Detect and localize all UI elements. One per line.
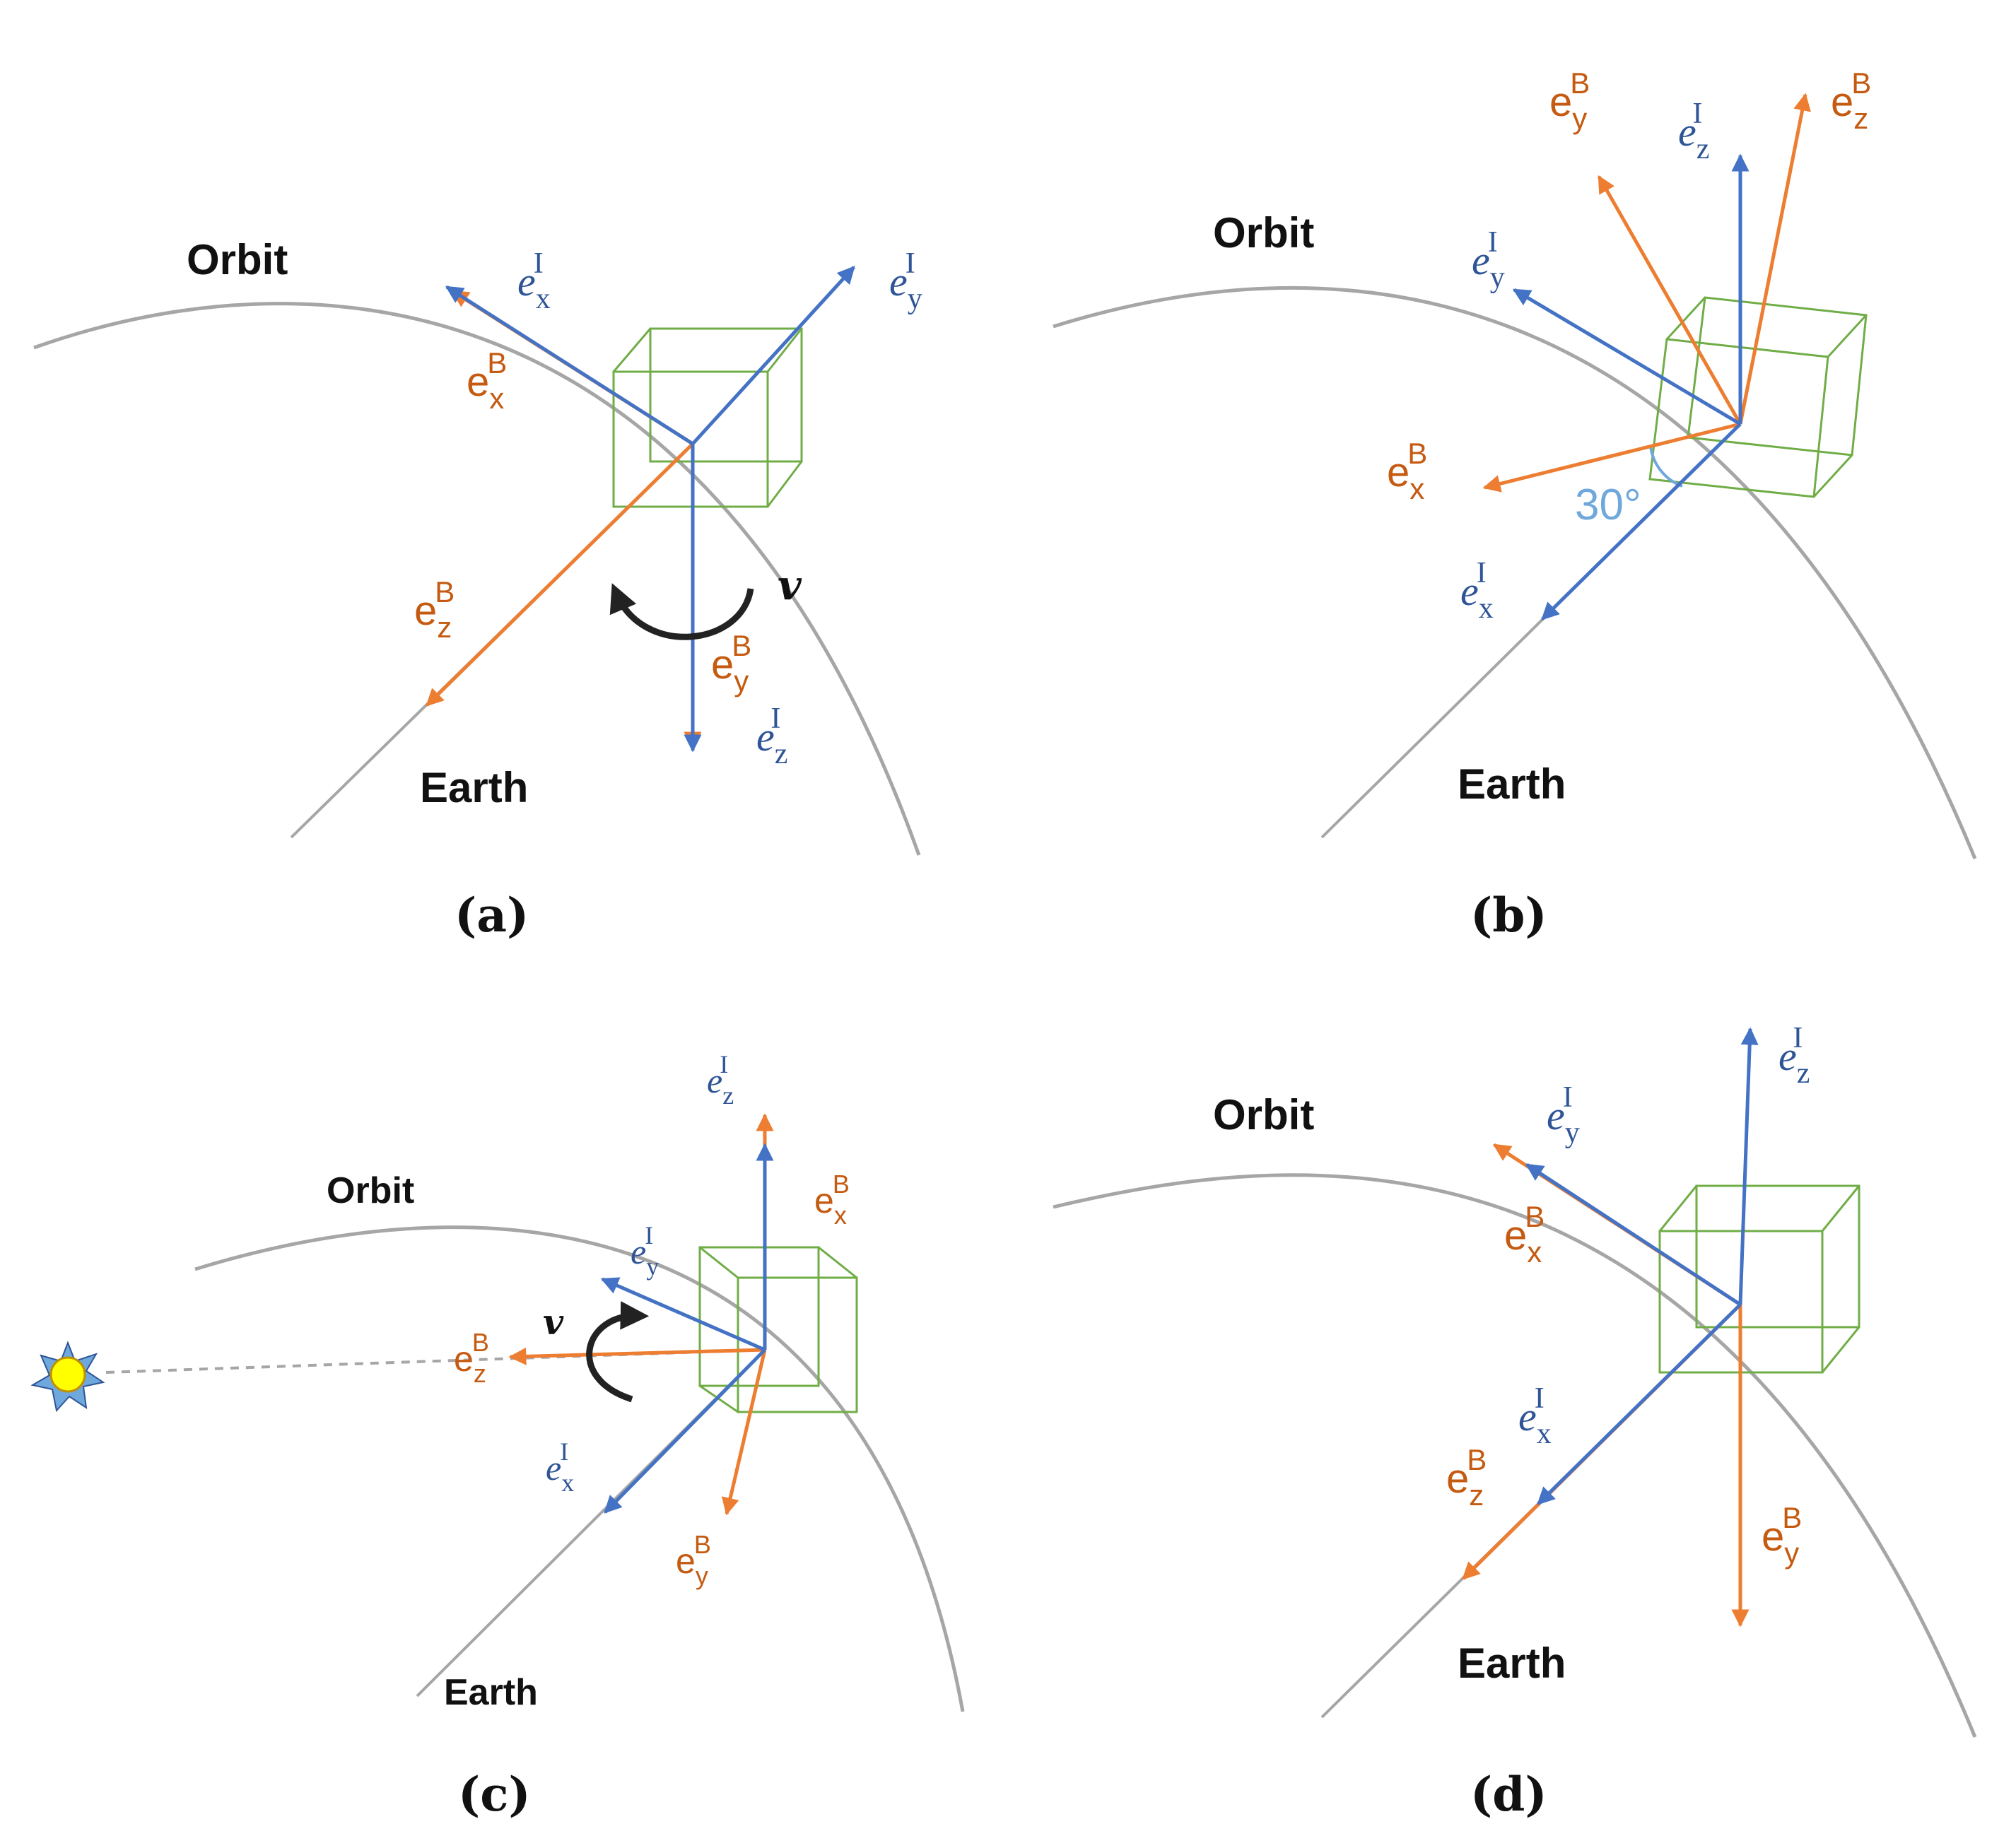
satellite-cube [1658, 1184, 1860, 1374]
rotation-label: v [543, 1301, 564, 1343]
label-e-z-B: ezB [414, 575, 455, 644]
panel-a: v Orbit Earth exI eyI ezI exB eyB ezB (a… [33, 236, 922, 943]
panel-caption: (d) [1470, 1767, 1547, 1822]
label-e-y-B: eyB [711, 629, 751, 698]
satellite-cube [1648, 296, 1868, 498]
rotation-arrow [609, 583, 754, 640]
inertial-frame-vectors [1512, 153, 1750, 620]
label-e-y-I: eyI [631, 1221, 659, 1281]
label-e-y-B: eyB [1549, 66, 1590, 135]
inertial-x-axis [1537, 1303, 1742, 1505]
inertial-y-axis [600, 1277, 766, 1352]
inertial-x-axis [1541, 423, 1742, 620]
inertial-y-axis [1512, 288, 1742, 426]
body-z-axis [426, 442, 694, 707]
label-e-z-I: ezI [1778, 1022, 1810, 1090]
label-e-z-B: ezB [1446, 1443, 1487, 1512]
satellite-cube [612, 327, 803, 508]
panel-c: v Orbit Earth exI eyI ezI exB eyB ezB (c… [30, 1050, 965, 1822]
label-e-x-B: exB [814, 1170, 850, 1230]
orbit-label: Orbit [1213, 1091, 1314, 1138]
inertial-y-axis [1525, 1163, 1742, 1307]
body-z-axis [508, 1347, 766, 1365]
orbit-arc [33, 302, 921, 856]
label-e-x-B: exB [467, 346, 507, 415]
sun-icon [30, 1341, 105, 1413]
label-e-z-I: ezI [707, 1050, 734, 1110]
body-z-axis [1738, 93, 1811, 425]
label-e-x-I: exI [517, 247, 551, 315]
earth-label: Earth [1458, 760, 1566, 808]
label-e-y-I: eyI [1547, 1081, 1580, 1149]
panel-d: Orbit Earth exI eyI ezI exB eyB ezB (d) [1053, 1022, 1977, 1822]
body-x-axis [1482, 422, 1741, 493]
rotation-arrow [586, 1301, 650, 1403]
label-e-x-I: exI [1460, 557, 1494, 625]
inertial-x-axis [604, 1348, 766, 1514]
panel-caption: (c) [458, 1767, 531, 1822]
body-frame-vectors [1482, 93, 1811, 493]
orbit-arc [194, 1225, 965, 1712]
label-e-x-I: exI [1518, 1382, 1552, 1450]
label-e-x-I: exI [546, 1437, 574, 1497]
orbit-label: Orbit [327, 1170, 414, 1211]
label-e-z-I: ezI [1678, 98, 1709, 165]
inertial-z-axis [1738, 1027, 1759, 1305]
satellite-cube [698, 1246, 858, 1413]
orbit-label: Orbit [1213, 209, 1314, 257]
label-e-y-B: eyB [1762, 1501, 1802, 1570]
inertial-frame-vectors [600, 1143, 774, 1514]
panel-caption: (a) [455, 888, 529, 943]
label-e-z-B: ezB [454, 1328, 489, 1388]
body-y-axis [721, 1349, 767, 1516]
panel-caption: (b) [1470, 888, 1547, 943]
label-e-x-B: exB [1387, 437, 1427, 505]
label-e-x-B: exB [1504, 1200, 1545, 1269]
label-e-z-B: ezB [1831, 66, 1871, 135]
inertial-frame-vectors [1525, 1027, 1759, 1505]
panel-b: 30° Orbit Earth exI eyI ezI exB eyB ezB … [1053, 66, 1977, 943]
inertial-frame-vectors [445, 266, 855, 753]
rotation-label: v [778, 561, 802, 609]
earth-label: Earth [420, 764, 528, 811]
orbit-arc [1053, 1173, 1977, 1738]
label-e-y-B: eyB [676, 1530, 711, 1590]
orbit-label: Orbit [187, 236, 288, 283]
earth-label: Earth [444, 1672, 538, 1713]
label-e-y-I: eyI [1472, 226, 1505, 294]
inertial-x-axis [445, 285, 694, 446]
label-e-y-I: eyI [889, 247, 922, 315]
earth-label: Earth [1458, 1640, 1566, 1687]
orbit-arc [1053, 286, 1977, 859]
body-y-axis [1597, 175, 1742, 425]
inertial-y-axis [691, 266, 855, 445]
angle-label: 30° [1575, 481, 1641, 529]
label-e-z-I: ezI [756, 702, 787, 770]
